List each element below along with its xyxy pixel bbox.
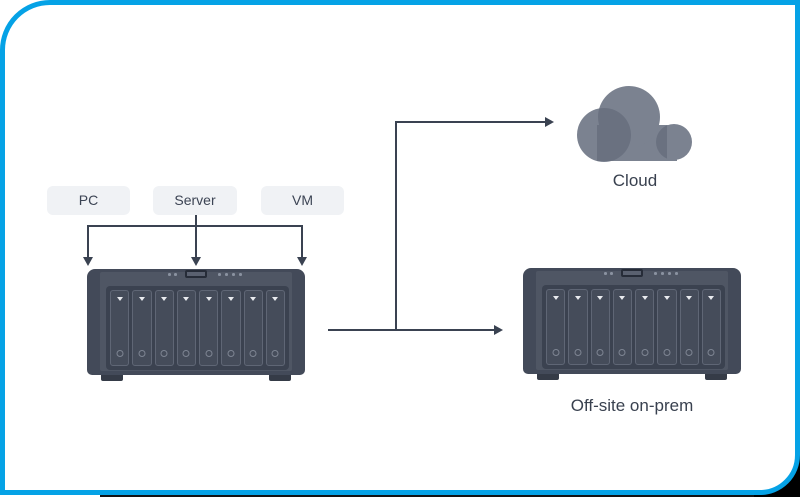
arrowhead-down-icon (297, 257, 307, 266)
drive-bay (568, 289, 588, 365)
status-led (675, 272, 678, 275)
bottom-shadow (100, 493, 800, 497)
drive-bay (590, 289, 610, 365)
source-pill-server: Server (153, 186, 237, 215)
nas-foot (101, 371, 123, 381)
connector-drop-pc (87, 225, 89, 258)
drive-bay (221, 290, 241, 366)
cloud-label: Cloud (612, 171, 658, 190)
drive-bay (701, 289, 721, 365)
nas-top-controls (87, 269, 305, 283)
status-led (225, 273, 228, 276)
connector-server-stub (195, 215, 197, 226)
status-led (604, 272, 607, 275)
status-led (661, 272, 664, 275)
drive-bay (679, 289, 699, 365)
nas-foot (269, 371, 291, 381)
source-pill-pc-label: PC (78, 192, 99, 208)
drive-bays (106, 286, 289, 370)
drive-bay (635, 289, 655, 365)
status-led (668, 272, 671, 275)
arrowhead-down-icon (83, 257, 93, 266)
source-pill-vm-label: VM (292, 192, 313, 208)
nas-body (87, 269, 305, 375)
status-led (168, 273, 171, 276)
drive-bay (657, 289, 677, 365)
nas-top-controls (523, 268, 741, 282)
drive-bay (132, 290, 152, 366)
status-led (218, 273, 221, 276)
primary-nas-icon (87, 269, 305, 381)
nas-foot (537, 370, 559, 380)
arrowhead-right-icon (494, 325, 503, 335)
source-pill-vm: VM (261, 186, 344, 215)
nas-body (523, 268, 741, 374)
arrow-branch-line (395, 121, 397, 331)
drive-bay (154, 290, 174, 366)
arrowhead-down-icon (191, 257, 201, 266)
drive-bay (176, 290, 196, 366)
power-button-icon (185, 270, 207, 278)
connector-drop-server (195, 225, 197, 258)
arrowhead-right-icon (545, 117, 554, 127)
status-led (232, 273, 235, 276)
offsite-nas-icon (523, 268, 741, 380)
offsite-label: Off-site on-prem (570, 396, 694, 415)
status-led (239, 273, 242, 276)
cloud-icon (577, 86, 692, 162)
drive-bay (265, 290, 285, 366)
drive-bay (110, 290, 130, 366)
drive-bay (612, 289, 632, 365)
drive-bay (243, 290, 263, 366)
power-button-icon (621, 269, 643, 277)
status-led (654, 272, 657, 275)
arrow-to-offsite-line (328, 329, 495, 331)
drive-bay (546, 289, 566, 365)
source-pill-pc: PC (47, 186, 130, 215)
status-led (174, 273, 177, 276)
drive-bays (542, 285, 725, 369)
source-pill-server-label: Server (174, 192, 216, 208)
arrow-to-cloud-line (396, 121, 546, 123)
connector-drop-vm (301, 225, 303, 258)
nas-foot (705, 370, 727, 380)
drive-bay (199, 290, 219, 366)
status-led (610, 272, 613, 275)
